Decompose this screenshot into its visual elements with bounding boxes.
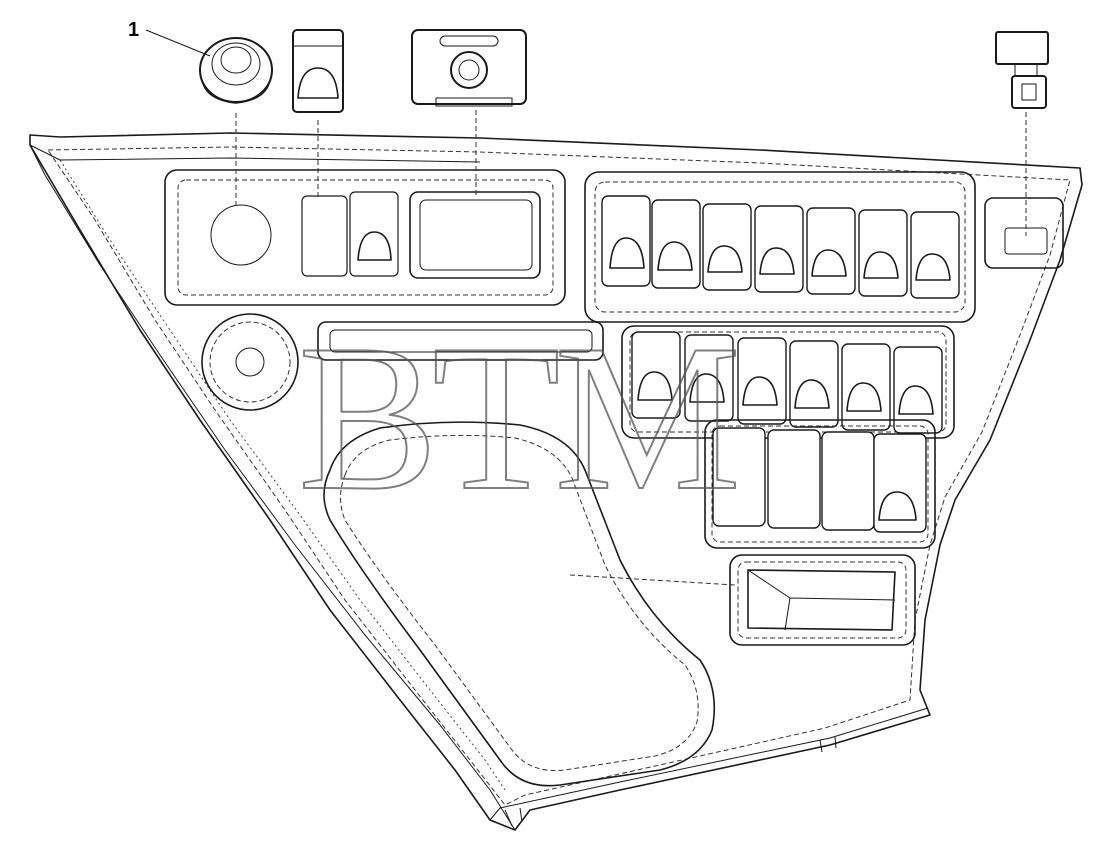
- callout-1: 1: [128, 19, 211, 57]
- watermark-text: BTM: [298, 302, 735, 534]
- tray-pocket: [569, 554, 916, 646]
- rocker-switch-right: [349, 191, 399, 277]
- slot-opening: [317, 321, 604, 361]
- knob-part: [199, 37, 273, 104]
- middle-switch-row: [621, 325, 955, 439]
- top-switch-row: [584, 171, 976, 323]
- rectangular-module-socket: [409, 191, 541, 279]
- round-socket-lower: [201, 313, 299, 411]
- module-part: [411, 29, 527, 107]
- switch-row-1: [601, 195, 960, 299]
- lower-switch-row: [704, 419, 936, 549]
- top-left-switch-group: [164, 110, 566, 306]
- center-cutout: [323, 421, 716, 787]
- panel-body: [29, 132, 1083, 831]
- right-small-switch-cutout: [984, 112, 1064, 269]
- connector-part: [995, 31, 1049, 109]
- rocker-switch-part: [292, 29, 344, 113]
- rocker-switch-left: [301, 195, 348, 277]
- callout-number: 1: [128, 19, 139, 41]
- round-socket-outline: [210, 204, 272, 266]
